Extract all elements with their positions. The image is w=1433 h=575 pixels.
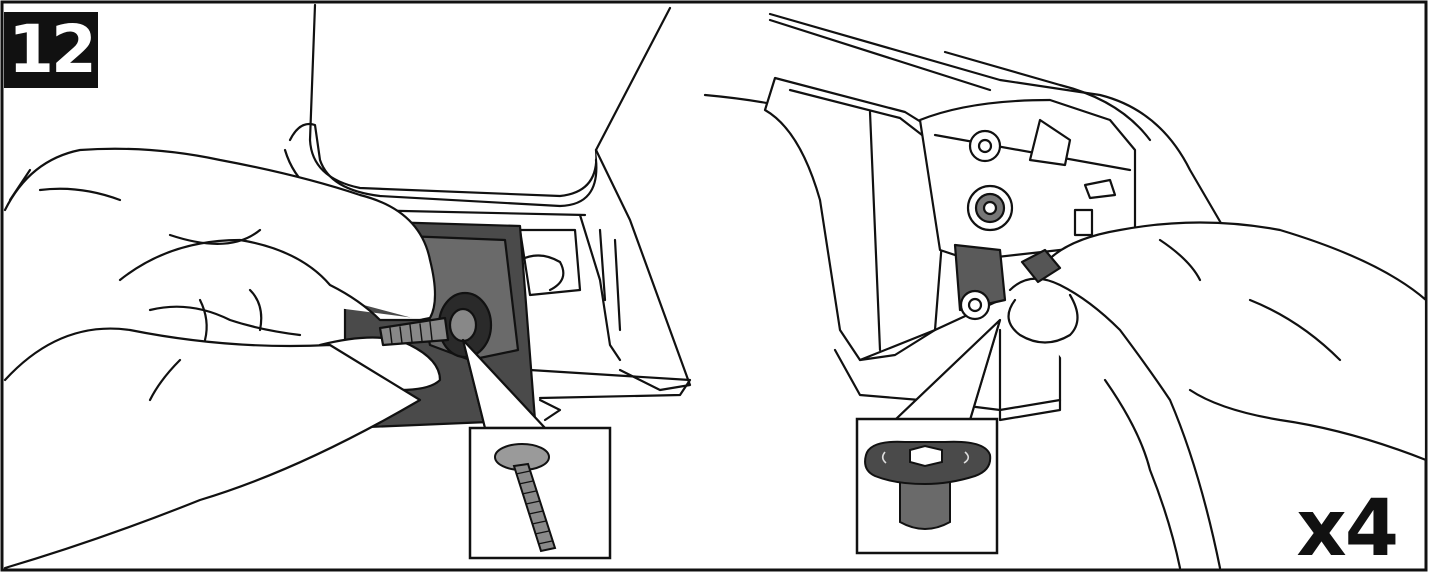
left-panel-illustration [3,3,692,570]
t-knob-icon [864,440,992,530]
carriage-bolt-icon [494,443,557,553]
t-knob-detail-box [855,417,999,555]
carriage-bolt-detail-box [468,426,612,560]
step-number-badge: 12 [4,12,98,88]
right-panel-illustration [703,12,1428,570]
quantity-label: x4 [1296,484,1399,574]
